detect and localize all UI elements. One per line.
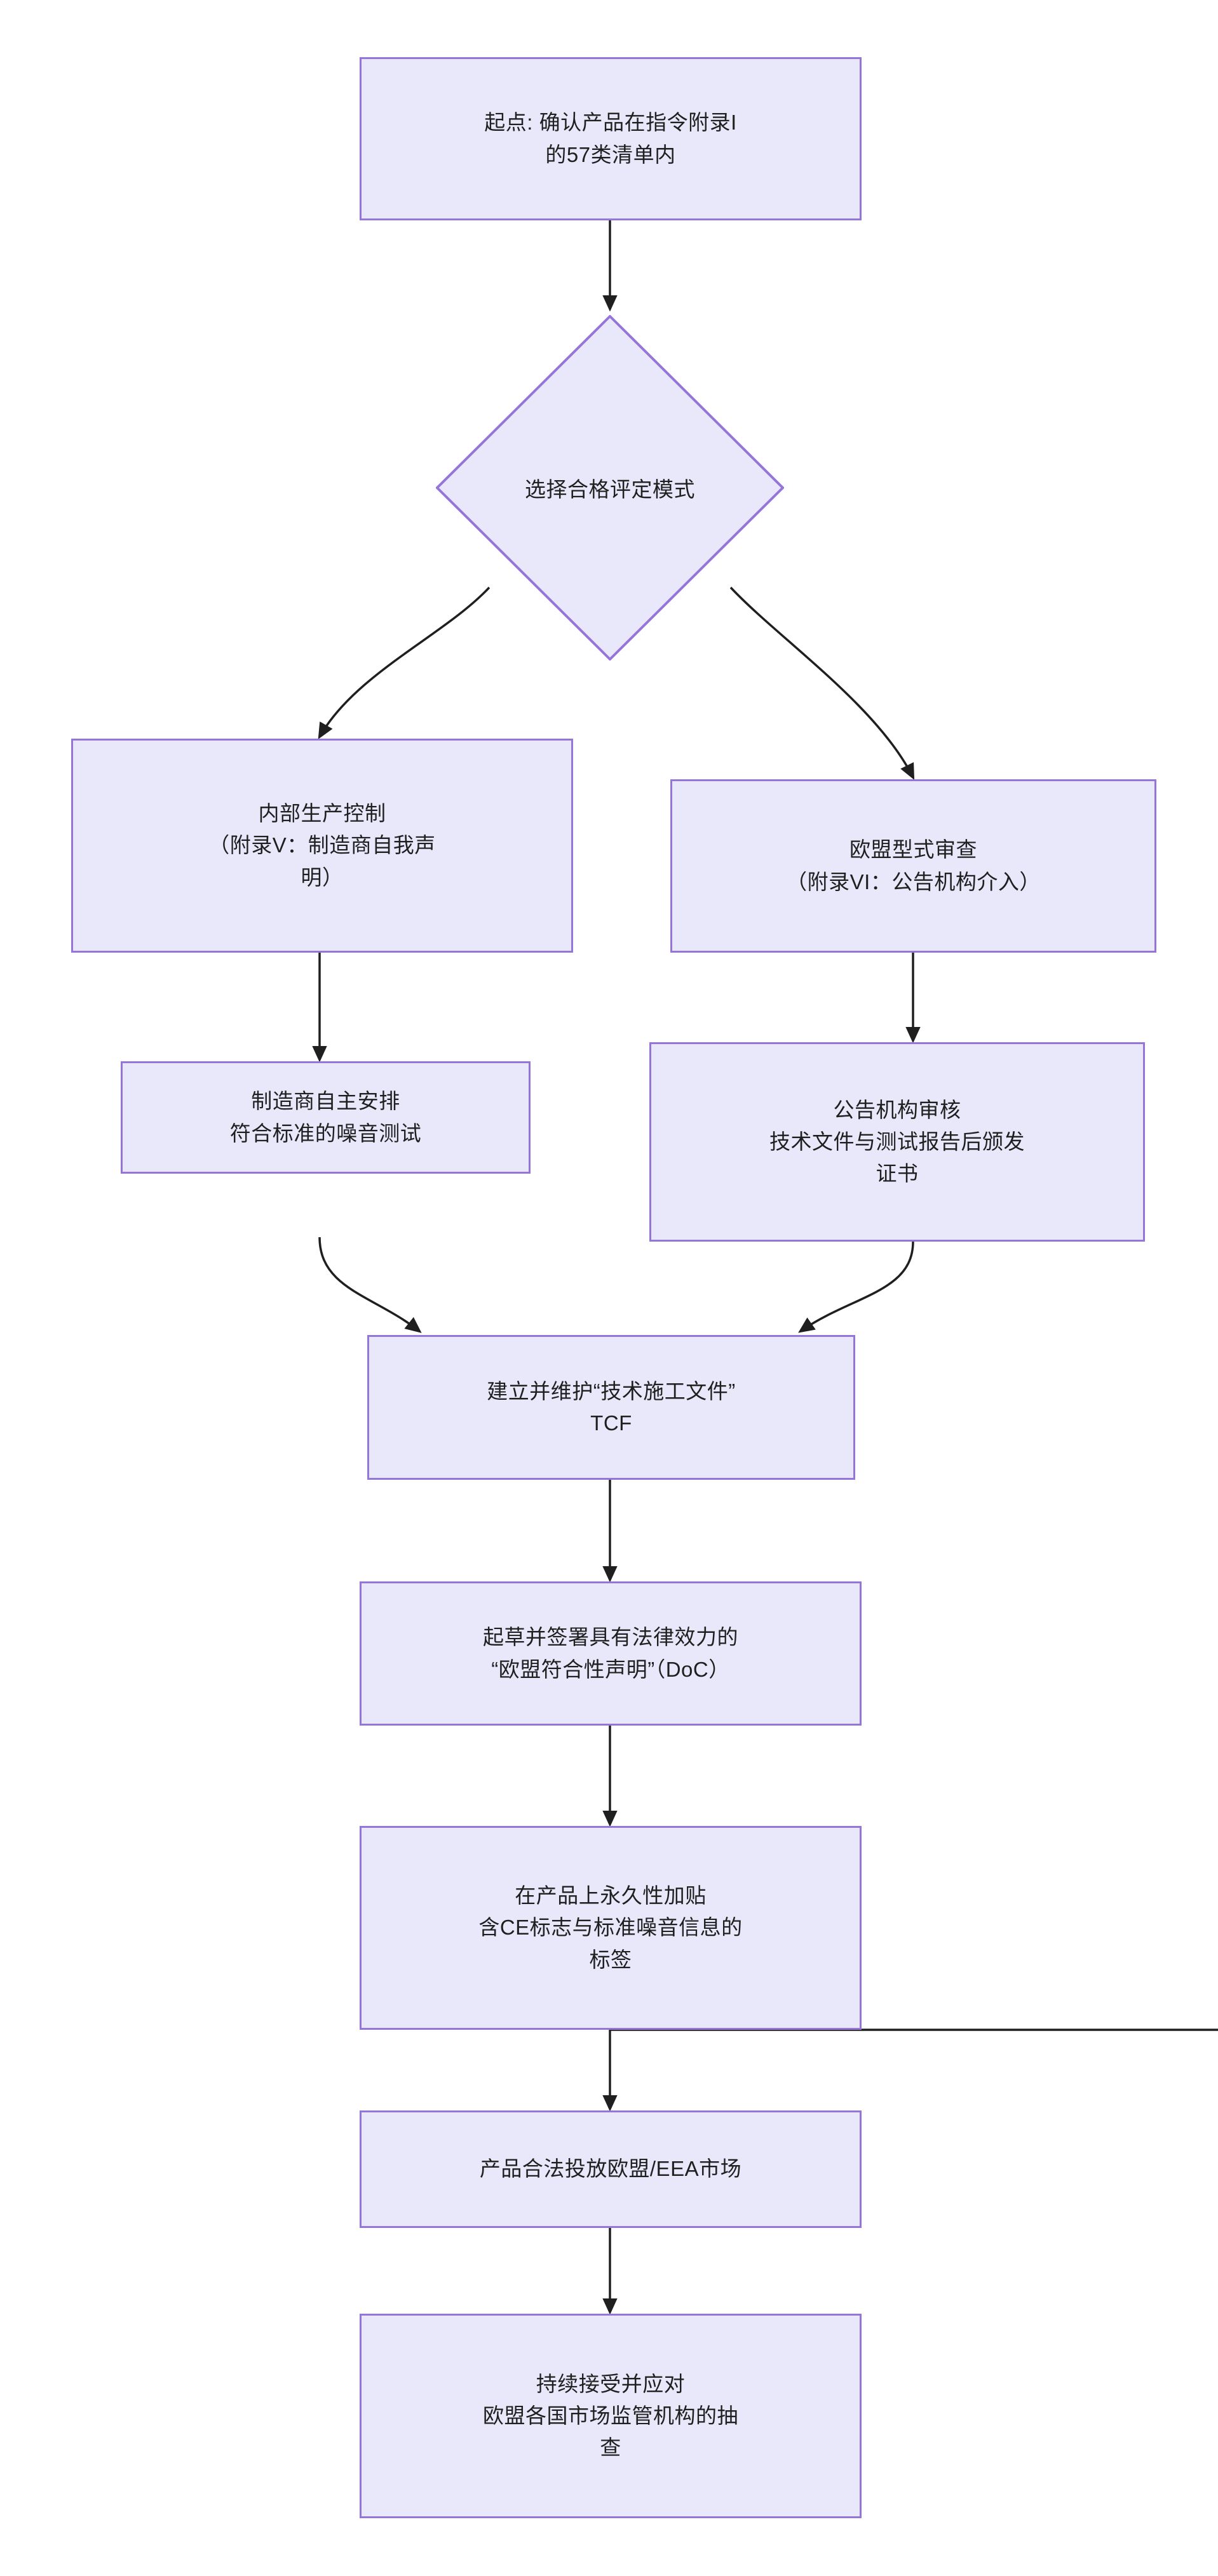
node-decision-label: 选择合格评定模式	[525, 478, 695, 501]
node-ce-label-label: 在产品上永久性加贴 含CE标志与标准噪音信息的 标签	[478, 1884, 743, 1971]
node-start[interactable]: 起点: 确认产品在指令附录I 的57类清单内	[360, 57, 862, 220]
node-self-noise-test-label: 制造商自主安排 符合标准的噪音测试	[229, 1089, 422, 1145]
diamond-shape	[436, 315, 784, 661]
node-doc-label: 起草并签署具有法律效力的 “欧盟符合性声明”（DoC）	[483, 1625, 738, 1681]
edge-ce-label-to-market-placement	[610, 2029, 1218, 2109]
node-notified-body-review[interactable]: 公告机构审核 技术文件与测试报告后颁发 证书	[649, 1042, 1145, 1242]
node-internal-control-label: 内部生产控制 （附录V：制造商自我声 明）	[208, 802, 436, 889]
node-tcf-label: 建立并维护“技术施工文件” TCF	[487, 1379, 736, 1435]
node-market-placement-label: 产品合法投放欧盟/EEA市场	[479, 2157, 742, 2181]
node-market-placement[interactable]: 产品合法投放欧盟/EEA市场	[360, 2110, 862, 2228]
node-ce-label[interactable]: 在产品上永久性加贴 含CE标志与标准噪音信息的 标签	[360, 1826, 862, 2030]
node-self-noise-test[interactable]: 制造商自主安排 符合标准的噪音测试	[121, 1061, 531, 1174]
node-tcf[interactable]: 建立并维护“技术施工文件” TCF	[367, 1335, 855, 1480]
node-doc[interactable]: 起草并签署具有法律效力的 “欧盟符合性声明”（DoC）	[360, 1581, 862, 1726]
edge-self-noise-test-to-tcf	[318, 1237, 422, 1333]
node-eu-type-exam-label: 欧盟型式审查 （附录VI：公告机构介入）	[786, 838, 1041, 894]
node-decision[interactable]: 选择合格评定模式	[436, 315, 784, 661]
node-start-label: 起点: 确认产品在指令附录I 的57类清单内	[484, 111, 737, 166]
node-notified-body-review-label: 公告机构审核 技术文件与测试报告后颁发 证书	[769, 1097, 1025, 1186]
node-surveillance-label: 持续接受并应对 欧盟各国市场监管机构的抽 查	[483, 2371, 738, 2460]
node-eu-type-exam[interactable]: 欧盟型式审查 （附录VI：公告机构介入）	[670, 779, 1156, 953]
node-surveillance[interactable]: 持续接受并应对 欧盟各国市场监管机构的抽 查	[360, 2314, 862, 2518]
edge-notified-body-review-to-tcf	[798, 1241, 914, 1333]
node-internal-control[interactable]: 内部生产控制 （附录V：制造商自我声 明）	[71, 739, 573, 953]
